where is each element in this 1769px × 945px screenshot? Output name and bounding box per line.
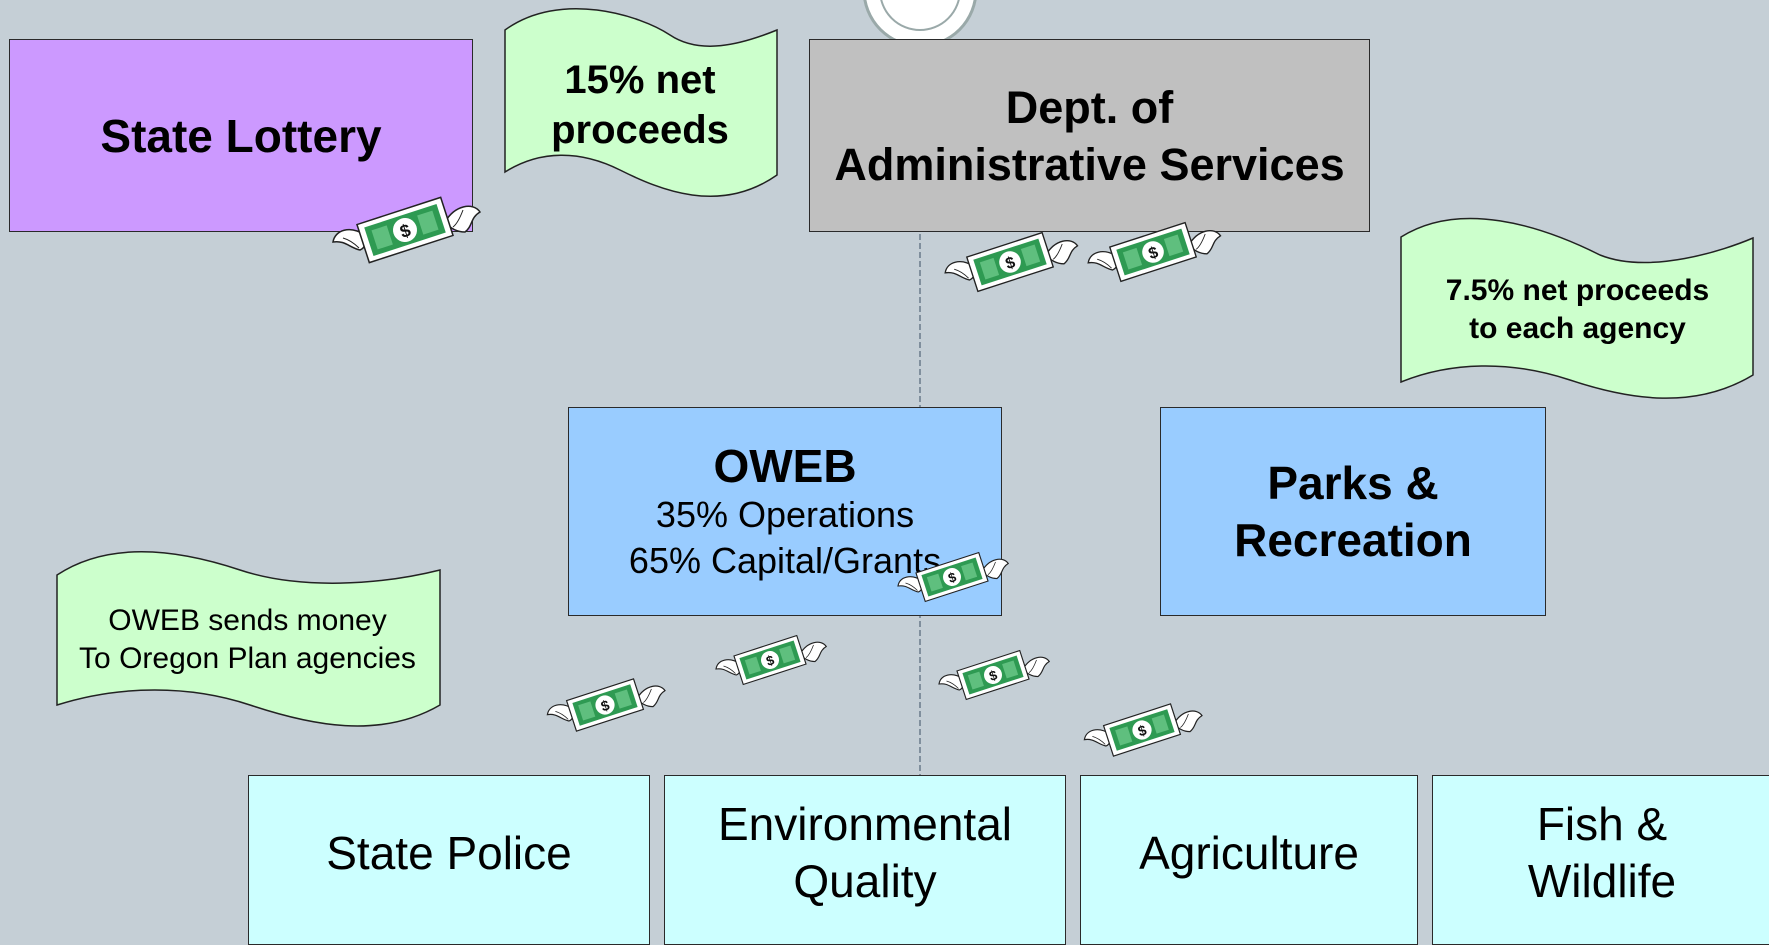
das-label-line2: Administrative Services (834, 138, 1345, 190)
flying-money-icon (1083, 703, 1203, 757)
net75-line1: 7.5% net proceeds (1445, 274, 1710, 307)
parks-label-line1: Parks & (1267, 456, 1439, 509)
state-police-box: State Police (248, 775, 650, 945)
state-police-label: State Police (326, 827, 572, 879)
environmental-quality-box: Environmental Quality (664, 775, 1066, 945)
net15-banner-shape (504, 8, 778, 197)
net15-line1: 15% net (564, 58, 716, 102)
flying-money-icon (938, 649, 1050, 701)
oweb-sends-banner: OWEB sends money To Oregon Plan agencies (60, 600, 435, 680)
net15-banner: 15% net proceeds (515, 50, 765, 160)
oweb-sends-line1: OWEB sends money (108, 604, 387, 637)
parks-recreation-box: Parks & Recreation (1160, 407, 1546, 616)
das-box: Dept. of Administrative Services (809, 39, 1370, 232)
oweb-sends-line2: To Oregon Plan agencies (79, 642, 416, 675)
flying-money-icon (332, 196, 481, 264)
deq-label-line2: Quality (793, 855, 937, 907)
net75-line2: to each agency (1469, 312, 1686, 345)
flying-money-icon (546, 678, 666, 732)
net75-banner: 7.5% net proceeds to each agency (1405, 270, 1750, 350)
fish-label-line1: Fish & (1536, 798, 1668, 850)
deq-label-line1: Environmental (717, 798, 1013, 850)
fish-wildlife-box: Fish & Wildlife (1432, 775, 1769, 945)
das-label-line1: Dept. of (1005, 81, 1174, 133)
flying-money-icon (1087, 221, 1222, 283)
oweb-title: OWEB (713, 439, 857, 492)
agriculture-label: Agriculture (1139, 827, 1359, 879)
agriculture-box: Agriculture (1080, 775, 1418, 945)
state-lottery-box: State Lottery (9, 39, 473, 232)
parks-label-line2: Recreation (1234, 513, 1472, 566)
flying-money-icon (897, 551, 1009, 603)
state-lottery-label: State Lottery (100, 109, 382, 162)
fish-label-line2: Wildlife (1527, 855, 1677, 907)
net15-line2: proceeds (551, 108, 729, 152)
oweb-capital-text: 65% Capital/Grants (628, 539, 942, 581)
flying-money-icon (944, 231, 1079, 293)
oweb-operations-text: 35% Operations (655, 493, 915, 535)
net75-banner-shape (1400, 217, 1754, 399)
oweb-sends-banner-shape (56, 551, 441, 727)
flying-money-icon (715, 634, 827, 686)
